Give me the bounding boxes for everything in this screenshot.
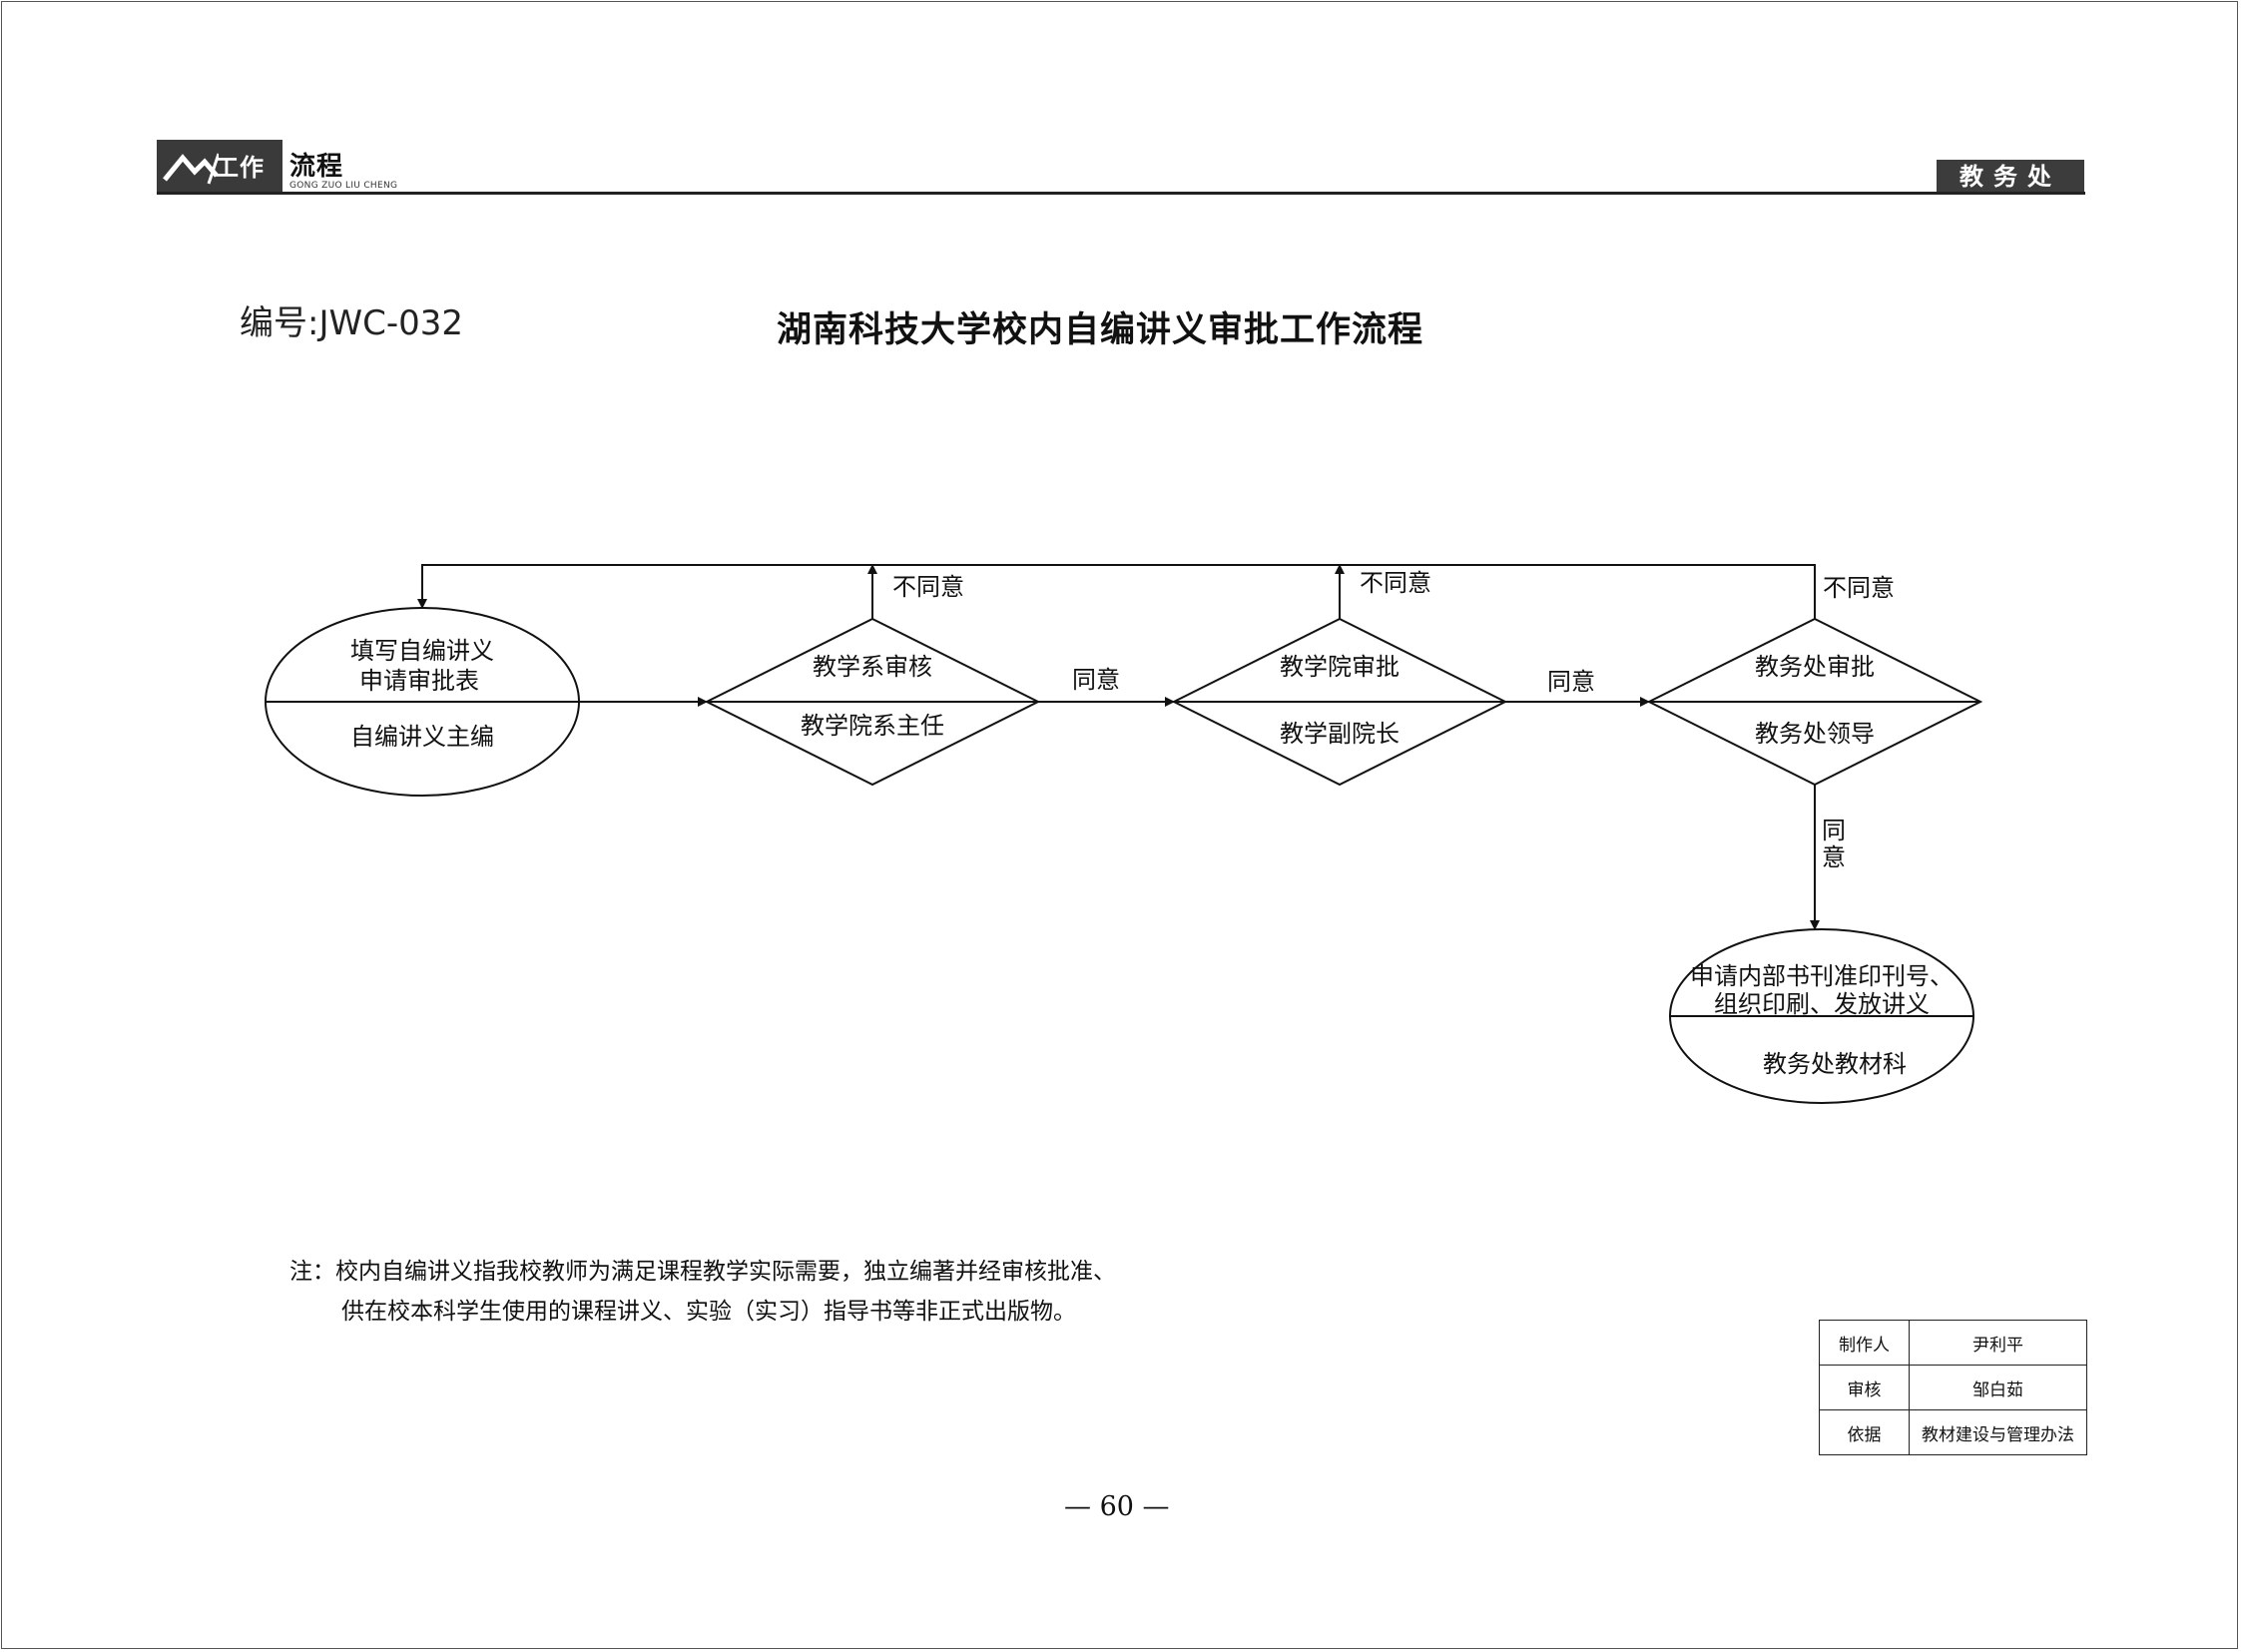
affairs-role: 教务处领导 [1755,720,1875,748]
document-title: 湖南科技大学校内自编讲义审批工作流程 [777,310,1424,350]
signoff-value: 尹利平 [1909,1320,2087,1366]
signoff-key: 依据 [1819,1409,1910,1455]
department-tab: 教务处 [1937,160,2084,194]
decision-node-academic-affairs [1646,617,1983,787]
start-line1: 填写自编讲义 [350,637,494,665]
end-node [1669,928,1974,1104]
header-rule [157,192,2085,195]
dept-task: 教学系审核 [813,653,932,681]
label-disagree-2: 不同意 [1360,569,1431,597]
start-line2: 申请审批表 [359,667,479,695]
mountain-logo-icon [163,153,219,185]
logo-title: 流程 [289,152,344,182]
page-number: — 60 — [1064,1491,1170,1522]
logo-subtitle: GONG ZUO LIU CHENG [289,181,398,191]
logo-box-text: 工作 [215,154,265,182]
decision-node-college [1171,617,1508,787]
end-line2: 组织印刷、发放讲义 [1714,990,1930,1018]
end-line1: 申请内部书刊准印刊号、 [1690,962,1954,990]
label-agree-vertical-2: 意 [1822,843,1846,871]
dept-role: 教学院系主任 [801,712,944,740]
footnote: 注：校内自编讲义指我校教师为满足课程教学实际需要，独立编著并经审核批准、 供在校… [289,1252,1116,1332]
label-agree-vertical-1: 同 [1822,817,1846,844]
signoff-key: 审核 [1819,1365,1910,1410]
label-disagree-1: 不同意 [892,573,964,601]
label-agree-2: 同意 [1547,668,1595,696]
signoff-row: 依据 教材建设与管理办法 [1819,1409,2087,1455]
affairs-task: 教务处审批 [1755,653,1875,681]
signoff-key: 制作人 [1819,1320,1910,1366]
college-role: 教学副院长 [1280,720,1400,748]
document-code: 编号:JWC-032 [240,303,464,343]
signoff-value: 邹白茹 [1909,1365,2087,1410]
header-logo [157,140,282,192]
label-disagree-3: 不同意 [1823,574,1895,602]
end-role: 教务处教材科 [1763,1050,1907,1078]
label-agree-1: 同意 [1072,666,1120,694]
footnote-line2: 供在校本科学生使用的课程讲义、实验（实习）指导书等非正式出版物。 [341,1299,1076,1325]
start-role: 自编讲义主编 [350,723,494,751]
signoff-value: 教材建设与管理办法 [1909,1409,2087,1455]
decision-node-dept [704,617,1041,787]
signoff-table: 制作人 尹利平 审核 邹白茹 依据 教材建设与管理办法 [1819,1320,2087,1455]
signoff-row: 审核 邹白茹 [1819,1365,2087,1410]
signoff-row: 制作人 尹利平 [1819,1320,2087,1366]
footnote-line1: 注：校内自编讲义指我校教师为满足课程教学实际需要，独立编著并经审核批准、 [289,1259,1116,1285]
return-loop [417,564,1816,619]
college-task: 教学院审批 [1280,653,1400,681]
